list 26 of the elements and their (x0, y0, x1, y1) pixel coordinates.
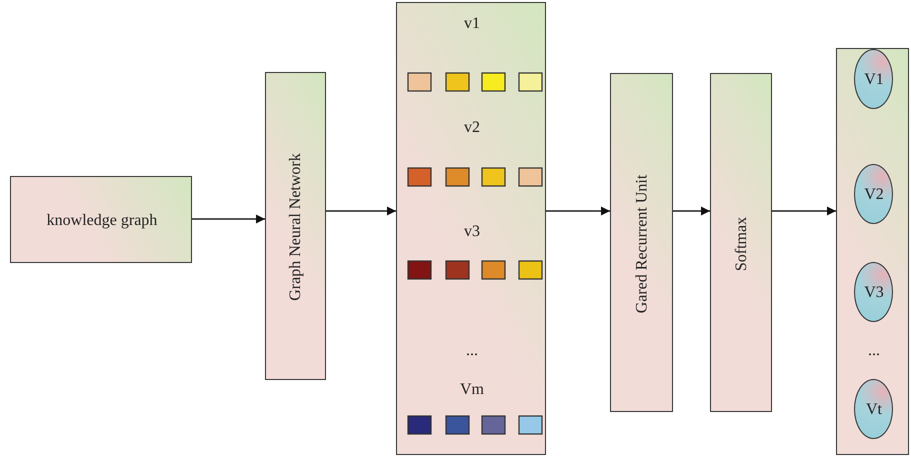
node-label: V1 (864, 72, 884, 88)
arrow (673, 206, 710, 216)
process-box (610, 73, 673, 412)
vertical-label: Gared Recurrent Unit (634, 174, 650, 314)
vertical-label: Softmax (734, 216, 750, 272)
process-box (10, 176, 192, 263)
node-label: knowledge graph (46, 213, 158, 229)
arrow (546, 206, 610, 216)
node-label: V3 (864, 285, 884, 301)
process-box (710, 73, 772, 412)
output-ellipse (854, 49, 893, 109)
node-label: ... (868, 343, 880, 359)
arrow (772, 206, 836, 216)
arrow (326, 206, 396, 216)
node-label: Vm (460, 382, 484, 398)
process-box (265, 72, 326, 380)
embedding-panel (396, 2, 546, 455)
node-label: ... (466, 343, 478, 359)
node-label: v2 (464, 120, 480, 136)
node-label: Vt (866, 402, 882, 418)
vertical-label: Graph Neural Network (288, 153, 304, 301)
output-panel (836, 48, 909, 455)
arrow (192, 214, 265, 224)
node-label: v3 (464, 224, 480, 240)
node-label: V2 (864, 187, 884, 203)
node-label: v1 (464, 16, 480, 32)
